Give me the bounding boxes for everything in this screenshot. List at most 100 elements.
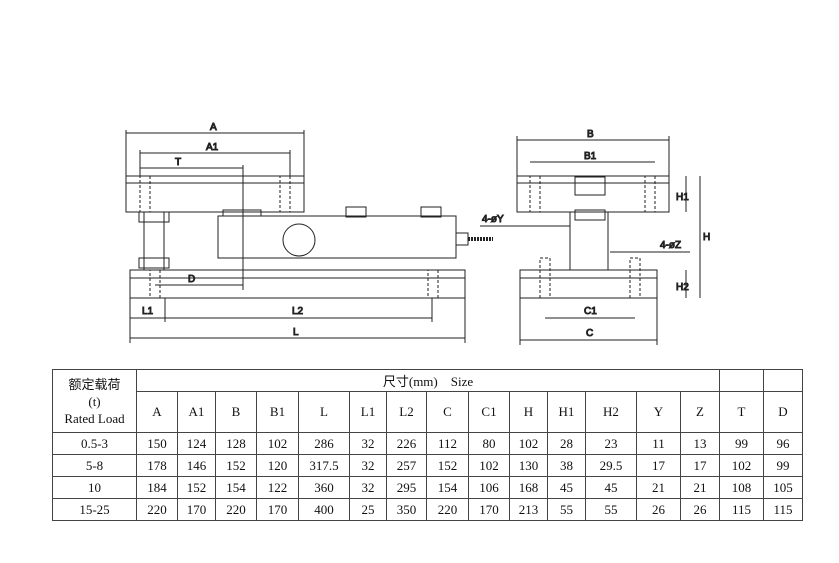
value-cell: 99 — [763, 454, 803, 477]
value-cell: 23 — [585, 432, 637, 455]
label-l1: L1 — [142, 306, 154, 317]
value-cell: 146 — [177, 454, 216, 477]
empty-header — [763, 369, 803, 392]
column-header: Y — [636, 391, 681, 433]
value-cell: 26 — [636, 498, 681, 521]
value-cell: 257 — [386, 454, 427, 477]
value-cell: 102 — [256, 432, 299, 455]
value-cell: 226 — [386, 432, 427, 455]
value-cell: 152 — [215, 454, 257, 477]
column-header: H2 — [585, 391, 637, 433]
label-c: C — [586, 328, 593, 339]
value-cell: 122 — [256, 476, 299, 499]
value-cell: 152 — [426, 454, 469, 477]
value-cell: 150 — [136, 432, 178, 455]
value-cell: 220 — [426, 498, 469, 521]
column-header: H — [509, 391, 548, 433]
value-cell: 32 — [349, 432, 387, 455]
column-header: L — [298, 391, 350, 433]
value-cell: 317.5 — [298, 454, 350, 477]
label-b1: B1 — [584, 151, 597, 162]
value-cell: 102 — [468, 454, 510, 477]
label-z: 4-øZ — [660, 240, 681, 251]
rated-load-en: Rated Load — [64, 410, 125, 426]
label-l2: L2 — [292, 306, 304, 317]
value-cell: 108 — [719, 476, 764, 499]
value-cell: 350 — [386, 498, 427, 521]
value-cell: 130 — [509, 454, 548, 477]
load-cell: 0.5-3 — [52, 432, 137, 455]
column-header: B1 — [256, 391, 299, 433]
value-cell: 55 — [547, 498, 586, 521]
label-h2: H2 — [676, 282, 689, 293]
value-cell: 17 — [636, 454, 681, 477]
value-cell: 99 — [719, 432, 764, 455]
column-header: D — [763, 391, 803, 433]
label-h: H — [703, 232, 710, 243]
column-header: L1 — [349, 391, 387, 433]
value-cell: 96 — [763, 432, 803, 455]
front-view — [125, 130, 493, 343]
value-cell: 28 — [547, 432, 586, 455]
value-cell: 38 — [547, 454, 586, 477]
value-cell: 25 — [349, 498, 387, 521]
value-cell: 32 — [349, 476, 387, 499]
value-cell: 26 — [680, 498, 720, 521]
rated-load-header: 额定载荷 (t) Rated Load — [52, 369, 137, 433]
value-cell: 220 — [215, 498, 257, 521]
value-cell: 120 — [256, 454, 299, 477]
value-cell: 220 — [136, 498, 178, 521]
technical-drawing: A A1 T D L1 L2 L B B1 H1 H 4-øY 4-øZ H2 … — [125, 122, 711, 345]
value-cell: 295 — [386, 476, 427, 499]
value-cell: 286 — [298, 432, 350, 455]
value-cell: 178 — [136, 454, 178, 477]
load-cell: 15-25 — [52, 498, 137, 521]
value-cell: 170 — [177, 498, 216, 521]
value-cell: 102 — [719, 454, 764, 477]
value-cell: 213 — [509, 498, 548, 521]
load-cell: 5-8 — [52, 454, 137, 477]
load-cell: 10 — [52, 476, 137, 499]
value-cell: 13 — [680, 432, 720, 455]
value-cell: 80 — [468, 432, 510, 455]
column-header: H1 — [547, 391, 586, 433]
column-header: A1 — [177, 391, 216, 433]
value-cell: 21 — [680, 476, 720, 499]
column-header: T — [719, 391, 764, 433]
column-header: L2 — [386, 391, 427, 433]
label-d: D — [188, 274, 195, 285]
value-cell: 360 — [298, 476, 350, 499]
value-cell: 124 — [177, 432, 216, 455]
value-cell: 106 — [468, 476, 510, 499]
label-y: 4-øY — [482, 214, 504, 225]
label-a1: A1 — [206, 142, 219, 153]
value-cell: 112 — [426, 432, 469, 455]
label-t: T — [175, 157, 181, 168]
label-h1: H1 — [676, 192, 689, 203]
value-cell: 55 — [585, 498, 637, 521]
value-cell: 17 — [680, 454, 720, 477]
column-header: C1 — [468, 391, 510, 433]
size-header: 尺寸(mm) Size — [136, 369, 720, 392]
side-view — [480, 136, 701, 345]
rated-load-unit: (t) — [88, 393, 101, 409]
value-cell: 115 — [763, 498, 803, 521]
value-cell: 45 — [585, 476, 637, 499]
value-cell: 170 — [256, 498, 299, 521]
column-header: B — [215, 391, 257, 433]
value-cell: 29.5 — [585, 454, 637, 477]
value-cell: 21 — [636, 476, 681, 499]
value-cell: 154 — [426, 476, 469, 499]
value-cell: 115 — [719, 498, 764, 521]
label-c1: C1 — [584, 306, 597, 317]
value-cell: 128 — [215, 432, 257, 455]
value-cell: 400 — [298, 498, 350, 521]
column-header: Z — [680, 391, 720, 433]
column-header: A — [136, 391, 178, 433]
value-cell: 154 — [215, 476, 257, 499]
